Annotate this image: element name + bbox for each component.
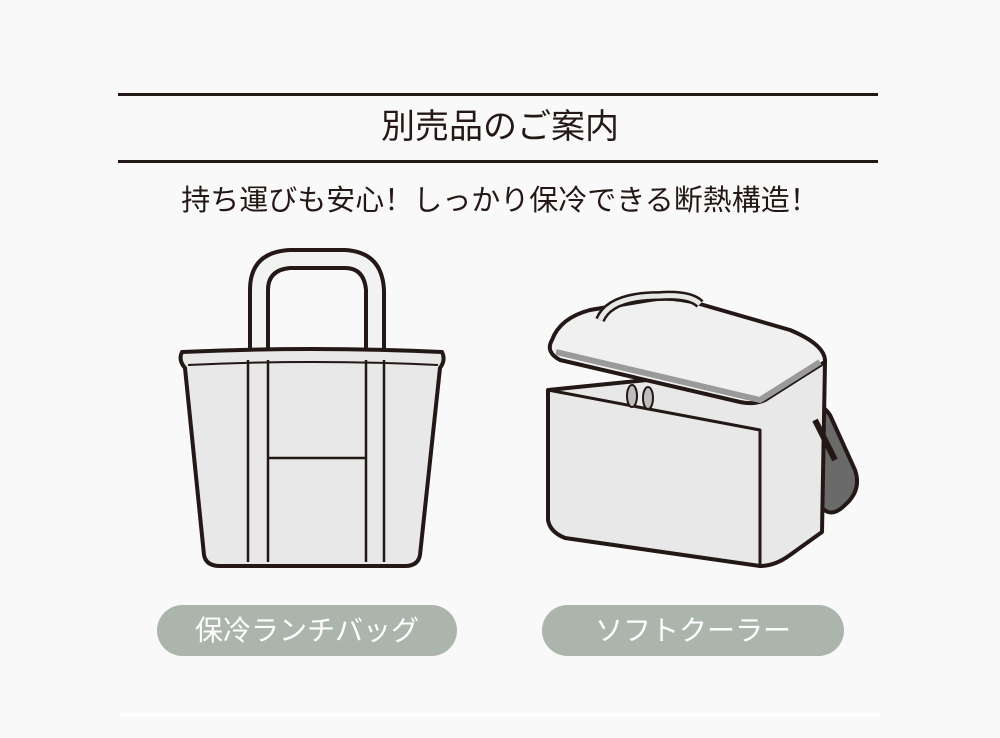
product-label-lunch-bag: 保冷ランチバッグ [157,605,457,656]
title-underline [118,160,878,163]
top-rule [118,93,878,96]
page-title: 別売品のご案内 [381,107,619,147]
product-label-soft-cooler: ソフトクーラー [542,605,844,656]
subtitle: 持ち運びも安心！しっかり保冷できる断熱構造！ [181,183,819,217]
cooler-bag-icon [546,290,859,568]
bottom-divider [120,713,880,717]
tote-bag-icon [178,248,446,568]
